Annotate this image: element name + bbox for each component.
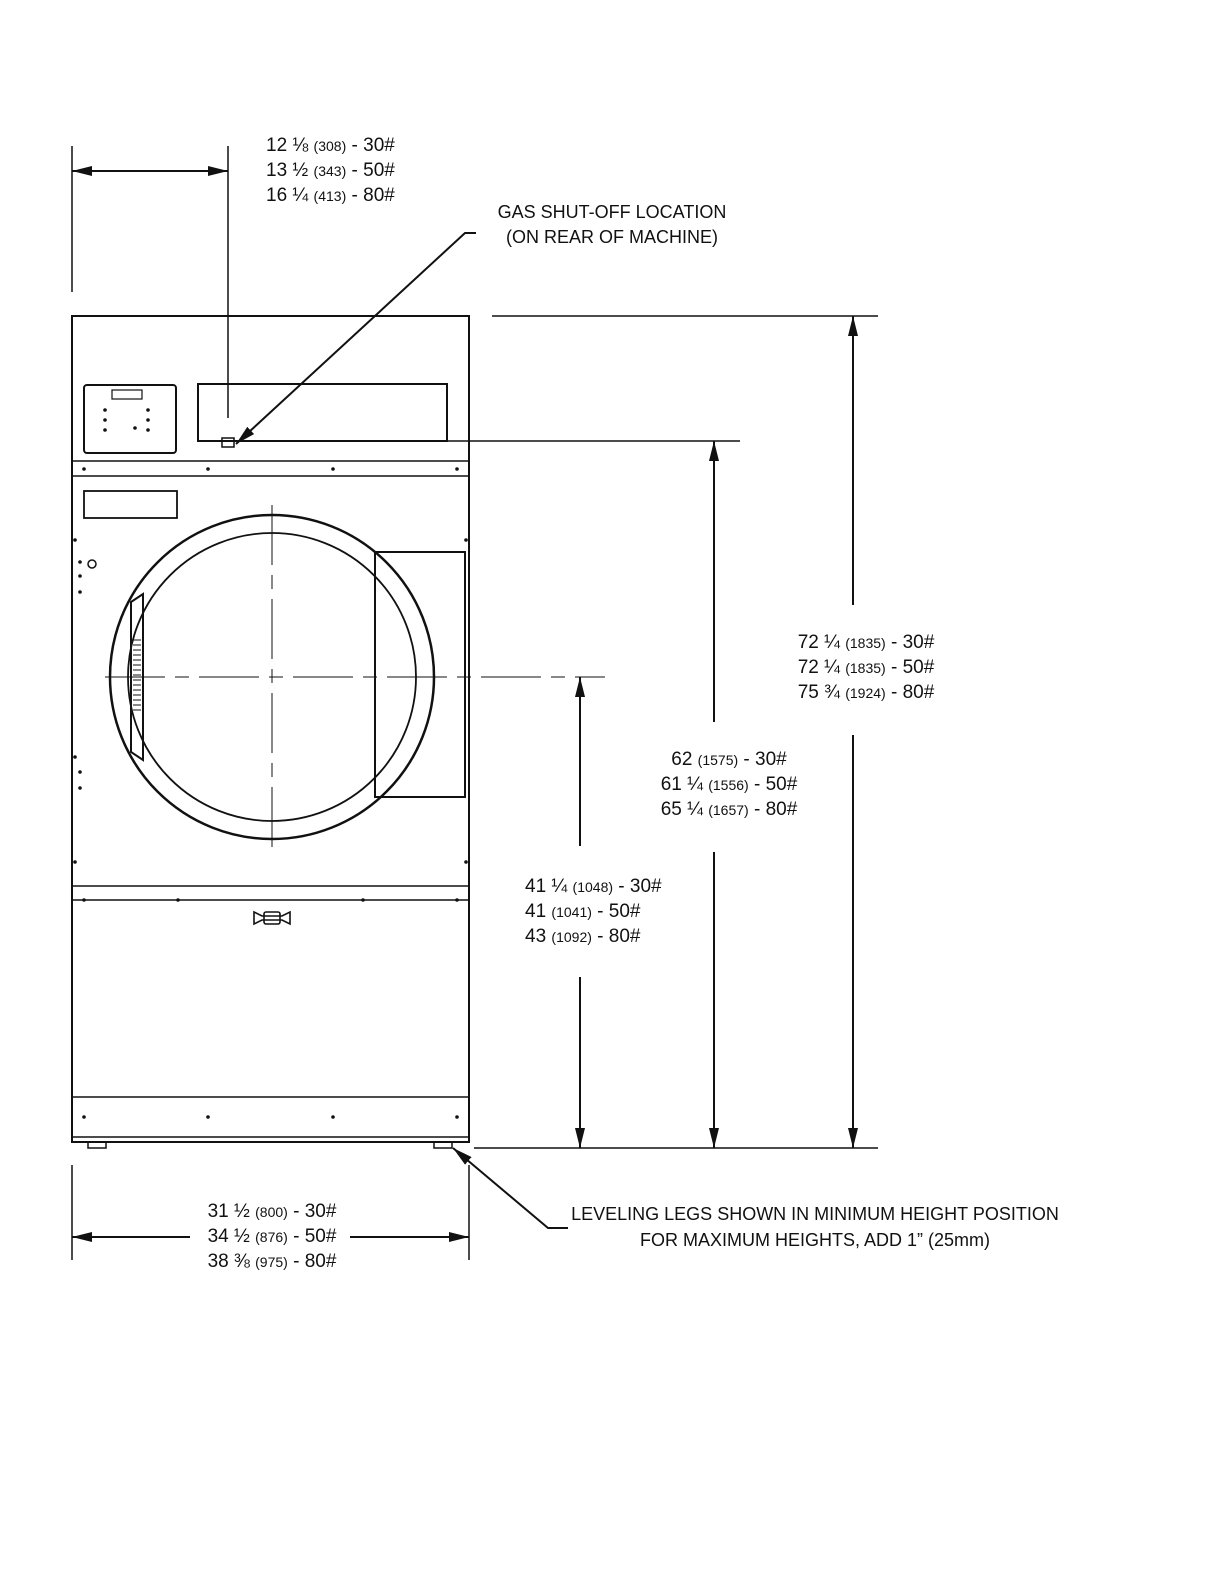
door-center-height-dimension: 41 ¼ (1048) - 30# 41 (1041) - 50# 43 (10… (525, 876, 662, 947)
svg-text:12 ⅛ (308) - 30#: 12 ⅛ (308) - 30# (266, 135, 395, 156)
svg-text:72 ¼ (1835) - 30#: 72 ¼ (1835) - 30# (798, 632, 935, 653)
svg-text:FOR MAXIMUM HEIGHTS, ADD 1” (2: FOR MAXIMUM HEIGHTS, ADD 1” (25mm) (640, 1230, 990, 1250)
overall-height-dimension: 72 ¼ (1835) - 30# 72 ¼ (1835) - 50# 75 ¾… (798, 632, 935, 703)
side-fasteners (73, 538, 468, 864)
svg-text:75 ¾ (1924) - 80#: 75 ¾ (1924) - 80# (798, 682, 935, 703)
svg-text:34 ½ (876) - 50#: 34 ½ (876) - 50# (208, 1226, 337, 1247)
svg-text:65 ¼ (1657) - 80#: 65 ¼ (1657) - 80# (661, 799, 798, 820)
gas-shutoff-note: GAS SHUT-OFF LOCATION (ON REAR OF MACHIN… (498, 202, 727, 247)
svg-text:38 ⅜ (975) - 80#: 38 ⅜ (975) - 80# (208, 1251, 337, 1272)
leveling-leg-right (433, 1141, 453, 1149)
gas-shutoff-valve (221, 437, 235, 448)
svg-text:LEVELING LEGS SHOWN IN MINIMUM: LEVELING LEGS SHOWN IN MINIMUM HEIGHT PO… (571, 1204, 1059, 1224)
cabinet-outline (71, 315, 470, 1143)
svg-text:16 ¼ (413) - 80#: 16 ¼ (413) - 80# (266, 185, 395, 206)
leveling-legs-note: LEVELING LEGS SHOWN IN MINIMUM HEIGHT PO… (571, 1204, 1059, 1250)
top-offset-dimension: 12 ⅛ (308) - 30# 13 ½ (343) - 50# 16 ¼ (… (266, 135, 395, 206)
trim-screws (82, 467, 459, 471)
leveling-leg-left (87, 1141, 107, 1149)
svg-text:72 ¼ (1835) - 50#: 72 ¼ (1835) - 50# (798, 657, 935, 678)
door-centerlines (105, 505, 605, 850)
gas-leader (235, 232, 476, 445)
svg-text:41 (1041) - 50#: 41 (1041) - 50# (525, 901, 641, 922)
door-handle-grip (133, 639, 141, 711)
upper-access-panel (197, 383, 448, 442)
dimension-arrows (72, 166, 858, 1242)
lower-trim-screws (82, 898, 459, 902)
extension-lines (71, 146, 878, 1260)
kick-plate-screws (82, 1115, 459, 1119)
svg-text:31 ½ (800) - 30#: 31 ½ (800) - 30# (208, 1201, 337, 1222)
latch-knob (263, 911, 281, 925)
svg-text:GAS SHUT-OFF LOCATION: GAS SHUT-OFF LOCATION (498, 202, 727, 222)
indicator-light (87, 559, 97, 569)
svg-text:13 ½ (343) - 50#: 13 ½ (343) - 50# (266, 160, 395, 181)
svg-text:62 (1575) - 30#: 62 (1575) - 30# (671, 749, 787, 770)
svg-text:61 ¼ (1556) - 50#: 61 ¼ (1556) - 50# (661, 774, 798, 795)
keypad-display (111, 389, 143, 400)
gas-shutoff-height-dimension: 62 (1575) - 30# 61 ¼ (1556) - 50# 65 ¼ (… (661, 749, 798, 820)
overall-width-dimension: 31 ½ (800) - 30# 34 ½ (876) - 50# 38 ⅜ (… (208, 1201, 337, 1272)
dryer-body (71, 315, 605, 1149)
door-hinge-plate (374, 551, 466, 798)
lower-trim-strip (71, 885, 470, 901)
door-handle (130, 592, 144, 762)
kick-plate (71, 1096, 470, 1138)
svg-text:(ON REAR OF MACHINE): (ON REAR OF MACHINE) (506, 227, 718, 247)
legs-leader (452, 1147, 568, 1229)
svg-text:43 (1092) - 80#: 43 (1092) - 80# (525, 926, 641, 947)
lint-drawer-latch (253, 910, 291, 926)
keypad-buttons (103, 408, 150, 432)
control-keypad (83, 384, 177, 454)
svg-text:41 ¼ (1048) - 30#: 41 ¼ (1048) - 30# (525, 876, 662, 897)
lint-door-label (83, 490, 178, 519)
top-trim-strip (71, 460, 470, 477)
